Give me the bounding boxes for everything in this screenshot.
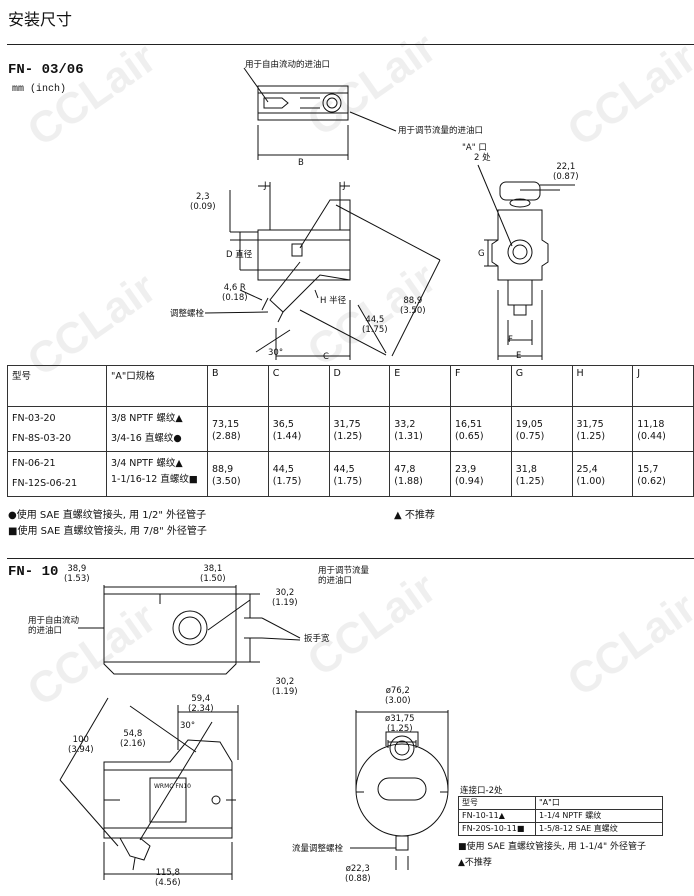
header-cell: E <box>389 365 451 407</box>
note-square-2: ■使用 SAE 直螺纹管接头, 用 1-1/4" 外径管子 <box>458 842 646 852</box>
dim-88-9: 88,9(3.50) <box>400 296 426 316</box>
table-header-row: 型号 "A"口规格 B C D E F G H J <box>7 365 694 407</box>
note-triangle: ▲ 不推荐 <box>394 510 435 521</box>
model-cell: FN-20S-10-11■ <box>458 822 536 836</box>
free-flow-inlet-label-2: 用于自由流动 的进油口 <box>28 616 80 636</box>
note-circle: ●使用 SAE 直螺纹管接头, 用 1/2" 外径管子 <box>8 510 207 521</box>
dim-44-5: 44,5(1.75) <box>362 315 388 335</box>
page-title: 安装尺寸 <box>8 10 73 29</box>
value-cell: 44,5(1.75) <box>328 451 391 497</box>
port-cell: 3/4 NPTF 螺纹▲1-1/16-12 直螺纹■ <box>106 451 208 497</box>
table-header-row: 型号 "A"口 <box>458 796 663 810</box>
dim-4-6r: 4,6 R(0.18) <box>222 283 248 303</box>
header-cell: B <box>207 365 269 407</box>
adjust-flow-inlet-label: 用于调节流量的进油口 <box>398 126 484 136</box>
header-cell: "A"口 <box>535 796 663 810</box>
value-cell: 44,5(1.75) <box>267 451 330 497</box>
port-cell: 3/8 NPTF 螺纹▲3/4-16 直螺纹● <box>106 406 208 452</box>
header-cell: "A"口规格 <box>106 365 208 407</box>
dim-22-1: 22,1(0.87) <box>553 162 579 182</box>
dim-e: E <box>516 351 522 361</box>
free-flow-inlet-label: 用于自由流动的进油口 <box>245 60 331 70</box>
section1-model: FN- 03/06 <box>8 62 84 78</box>
dim-c: C <box>323 352 329 362</box>
port-table-caption: 连接口-2处 <box>460 786 503 796</box>
value-cell: 88,9(3.50) <box>207 451 269 497</box>
h-radius-label: H 半径 <box>320 296 347 306</box>
value-cell: 31,8(1.25) <box>510 451 573 497</box>
value-cell: 15,7(0.62) <box>632 451 694 497</box>
dim-angle-30: 30° <box>268 348 284 358</box>
dim-b: B <box>298 158 304 168</box>
note-triangle-2: ▲不推荐 <box>458 858 492 868</box>
dim-g: G <box>478 249 485 259</box>
table-row: FN-20S-10-11■ 1-5/8-12 SAE 直螺纹 <box>458 822 663 836</box>
title-divider <box>7 44 694 45</box>
dim-2-3: 2,3(0.09) <box>190 192 216 212</box>
dim-30-2-bottom: 30,2(1.19) <box>272 677 298 697</box>
adjust-flow-inlet-label-2: 用于调节流量 的进油口 <box>318 566 370 586</box>
d-diameter-label: D 直径 <box>226 250 253 260</box>
model-cell: FN-10-11▲ <box>458 809 536 823</box>
dim-angle-30-2: 30° <box>180 721 196 731</box>
header-cell: 型号 <box>458 796 536 810</box>
section1-unit: mm (inch) <box>12 84 67 95</box>
port-cell: 1-5/8-12 SAE 直螺纹 <box>535 822 663 836</box>
port-table: 型号 "A"口 FN-10-11▲ 1-1/4 NPTF 螺纹 FN-20S-1… <box>458 796 663 836</box>
note-square: ■使用 SAE 直螺纹管接头, 用 7/8" 外径管子 <box>8 526 207 537</box>
header-cell: 型号 <box>7 365 107 407</box>
header-cell: H <box>571 365 634 407</box>
dim-f: F <box>508 335 513 345</box>
section-divider <box>7 558 694 559</box>
dim-j-right: J <box>343 181 346 191</box>
value-cell: 47,8(1.88) <box>389 451 451 497</box>
dim-38-9: 38,9(1.53) <box>64 564 90 584</box>
value-cell: 73,15(2.88) <box>207 406 269 452</box>
value-cell: 25,4(1.00) <box>571 451 634 497</box>
dim-115-8: 115,8(4.56) <box>155 868 181 888</box>
value-cell: 23,9(0.94) <box>450 451 512 497</box>
flow-adjust-screw-label: 流量调整螺栓 <box>292 844 344 854</box>
dim-76-2: ø76,2(3.00) <box>385 686 411 706</box>
value-cell: 31,75(1.25) <box>328 406 391 452</box>
dim-22-3: ø22,3(0.88) <box>345 864 371 884</box>
dim-54-8: 54,8(2.16) <box>120 729 146 749</box>
value-cell: 19,05(0.75) <box>510 406 573 452</box>
dim-j-left: J <box>264 181 267 191</box>
dim-100: 100(3.94) <box>68 735 94 755</box>
section2-model: FN- 10 <box>8 564 59 580</box>
wrench-flats-label: 扳手宽 <box>304 634 330 644</box>
dim-30-2-top: 30,2(1.19) <box>272 588 298 608</box>
adjust-screw-label: 调整螺栓 <box>170 309 205 319</box>
dim-59-4: 59,4(2.34) <box>188 694 214 714</box>
port-cell: 1-1/4 NPTF 螺纹 <box>535 809 663 823</box>
dim-31-75: ø31,75(1.25) <box>385 714 415 734</box>
table-row: FN-10-11▲ 1-1/4 NPTF 螺纹 <box>458 809 663 823</box>
dim-38-1: 38,1(1.50) <box>200 564 226 584</box>
